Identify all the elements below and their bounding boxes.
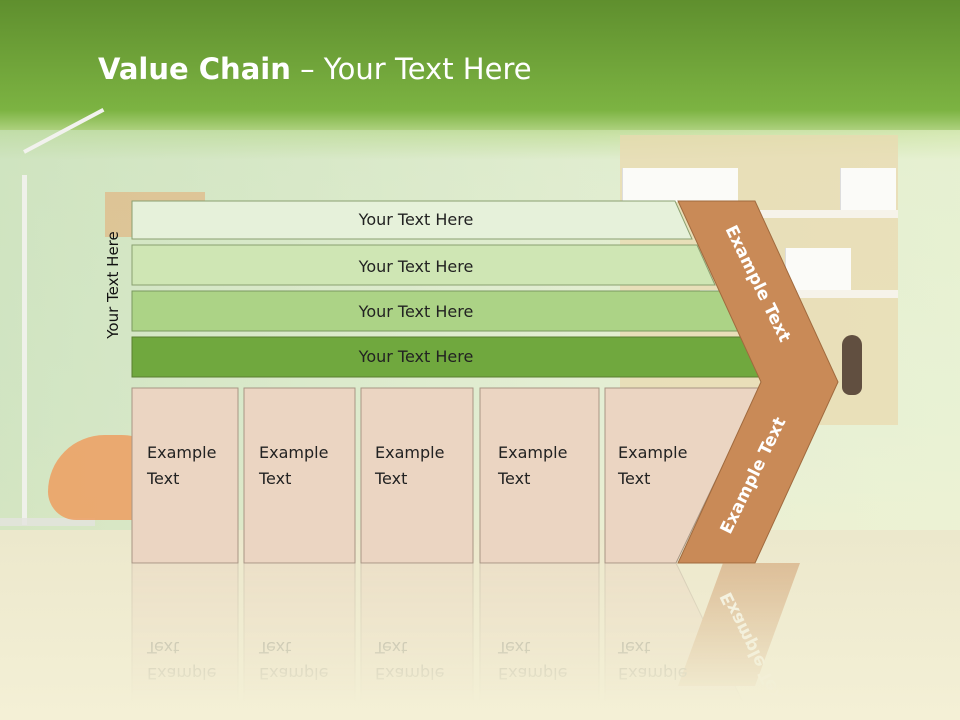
reflection-box-1-label: ExampleText [146,638,216,683]
shelf-plank [700,210,898,218]
box-2[interactable] [243,387,356,564]
books [785,248,851,290]
reflection-box-1 [131,562,239,720]
bar-2[interactable] [131,244,716,286]
bar-1-label: Your Text Here [358,210,474,229]
box-4[interactable] [479,387,600,564]
bar-1[interactable] [131,200,693,240]
title-rest: – Your Text Here [290,52,532,86]
bar-4-label: Your Text Here [358,347,474,366]
reflection-box-2-label: ExampleText [258,638,328,683]
bar-2-label: Your Text Here [358,257,474,276]
reflection-box-3 [360,562,474,720]
reflection-box-3-label: ExampleText [374,638,444,683]
reflection-box-5-label: ExampleText [617,638,687,683]
books [622,168,738,202]
reflection-box-2 [243,562,356,720]
reflection-chevron [678,563,800,686]
box-1[interactable] [131,387,239,564]
vase [842,335,862,395]
diagram-main: Your Text Here Your Text Here Your Text … [131,200,839,564]
box-3[interactable] [360,387,474,564]
books [840,168,896,210]
bar-3-label: Your Text Here [358,302,474,321]
floor-lamp-base [0,518,95,526]
reflection-box-4-label: ExampleText [497,638,567,683]
reflection-box-4 [479,562,600,720]
title-bold: Value Chain [98,52,291,86]
floor-lamp-pole [22,175,27,525]
shelf-plank [700,290,898,298]
slide-title: Value Chain – Your Text Here [98,52,532,86]
diagram-reflection: ExampleText ExampleText ExampleText Exam… [131,562,800,720]
